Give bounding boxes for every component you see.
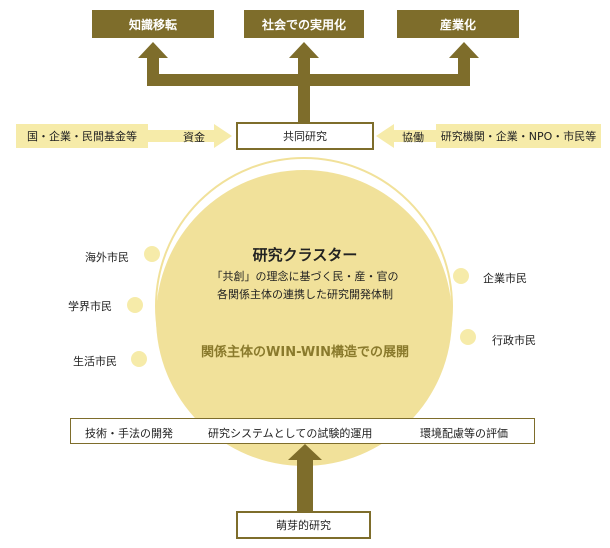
cluster-description-line1: 「共創」の理念に基づく民・産・官の (211, 270, 399, 283)
activity-trial-operation: 研究システムとしての試験的運用 (208, 427, 373, 440)
funding-arrow-shaft (148, 130, 216, 142)
seed-research-box: 萌芽的研究 (236, 511, 371, 539)
collaboration-label: 協働 (402, 131, 424, 144)
arrow-head-right (449, 42, 479, 58)
arrow-stem-left (147, 56, 159, 86)
arrow-head-left (138, 42, 168, 58)
citizen-academic-dot (127, 297, 143, 313)
activities-bar: 技術・手法の開発 研究システムとしての試験的運用 環境配慮等の評価 (70, 418, 535, 444)
joint-research-box: 共同研究 (236, 122, 374, 150)
collab-arrow-shaft (392, 130, 436, 142)
cluster-circle (156, 170, 452, 466)
cluster-title: 研究クラスター (252, 246, 358, 264)
activity-development: 技術・手法の開発 (85, 427, 173, 440)
citizen-administrative-dot (460, 329, 476, 345)
seed-arrow-head (288, 444, 322, 460)
citizen-corporate-dot (453, 268, 469, 284)
citizen-academic-label: 学界市民 (68, 300, 112, 313)
collaboration-source-box: 研究機関・企業・NPO・市民等 (436, 124, 601, 148)
social-implementation-box: 社会での実用化 (244, 10, 364, 38)
citizen-living-label: 生活市民 (73, 355, 117, 368)
arrow-stem-right (458, 56, 470, 86)
industrialization-box: 産業化 (397, 10, 519, 38)
funding-arrow-head (214, 124, 232, 148)
citizen-overseas-label: 海外市民 (85, 251, 129, 264)
citizen-administrative-label: 行政市民 (492, 334, 536, 347)
activity-environmental-evaluation: 環境配慮等の評価 (420, 427, 508, 440)
knowledge-transfer-box: 知識移転 (92, 10, 214, 38)
citizen-overseas-dot (144, 246, 160, 262)
funding-label: 資金 (183, 131, 205, 144)
funding-source-box: 国・企業・民間基金等 (16, 124, 148, 148)
collab-arrow-head (376, 124, 394, 148)
seed-arrow-shaft (297, 456, 313, 514)
arrow-head-middle (289, 42, 319, 58)
arrow-stem-middle (298, 56, 310, 86)
cluster-description-line2: 各関係主体の連携した研究開発体制 (217, 288, 393, 301)
cluster-highlight: 関係主体のWIN-WIN構造での展開 (201, 345, 409, 360)
citizen-living-dot (131, 351, 147, 367)
citizen-corporate-label: 企業市民 (483, 272, 527, 285)
